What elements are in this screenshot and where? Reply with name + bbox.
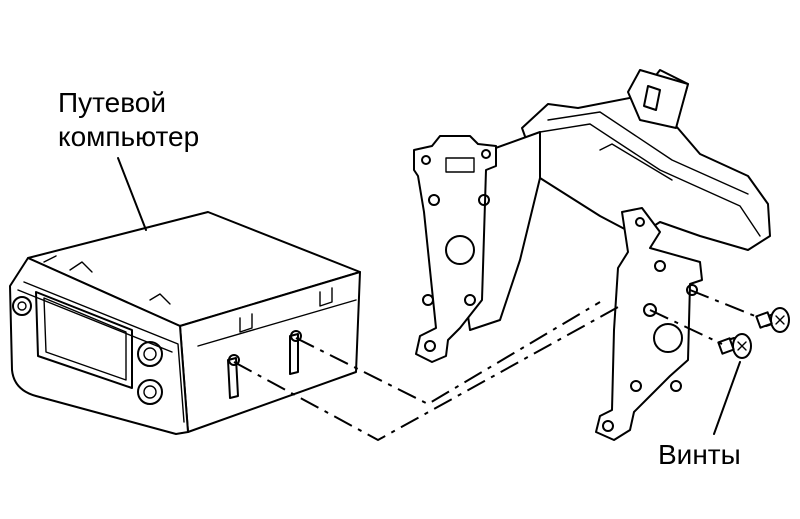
- trip-computer-unit: [9, 211, 361, 435]
- left-bracket-plate: [413, 135, 497, 363]
- trip-computer-label-line2: компьютер: [58, 121, 200, 152]
- screw-upper: [755, 307, 790, 333]
- screw-lower: [717, 333, 752, 359]
- screws-label: Винты: [658, 439, 741, 470]
- leader-line-screws: [713, 361, 741, 435]
- mounting-bracket: [459, 69, 771, 331]
- leader-line-computer: [117, 157, 147, 231]
- alignment-lines: [233, 289, 761, 442]
- trip-computer-label-line1: Путевой: [58, 87, 166, 118]
- trip-computer-label: Путевой компьютер: [58, 86, 199, 154]
- right-bracket-plate: [595, 207, 703, 441]
